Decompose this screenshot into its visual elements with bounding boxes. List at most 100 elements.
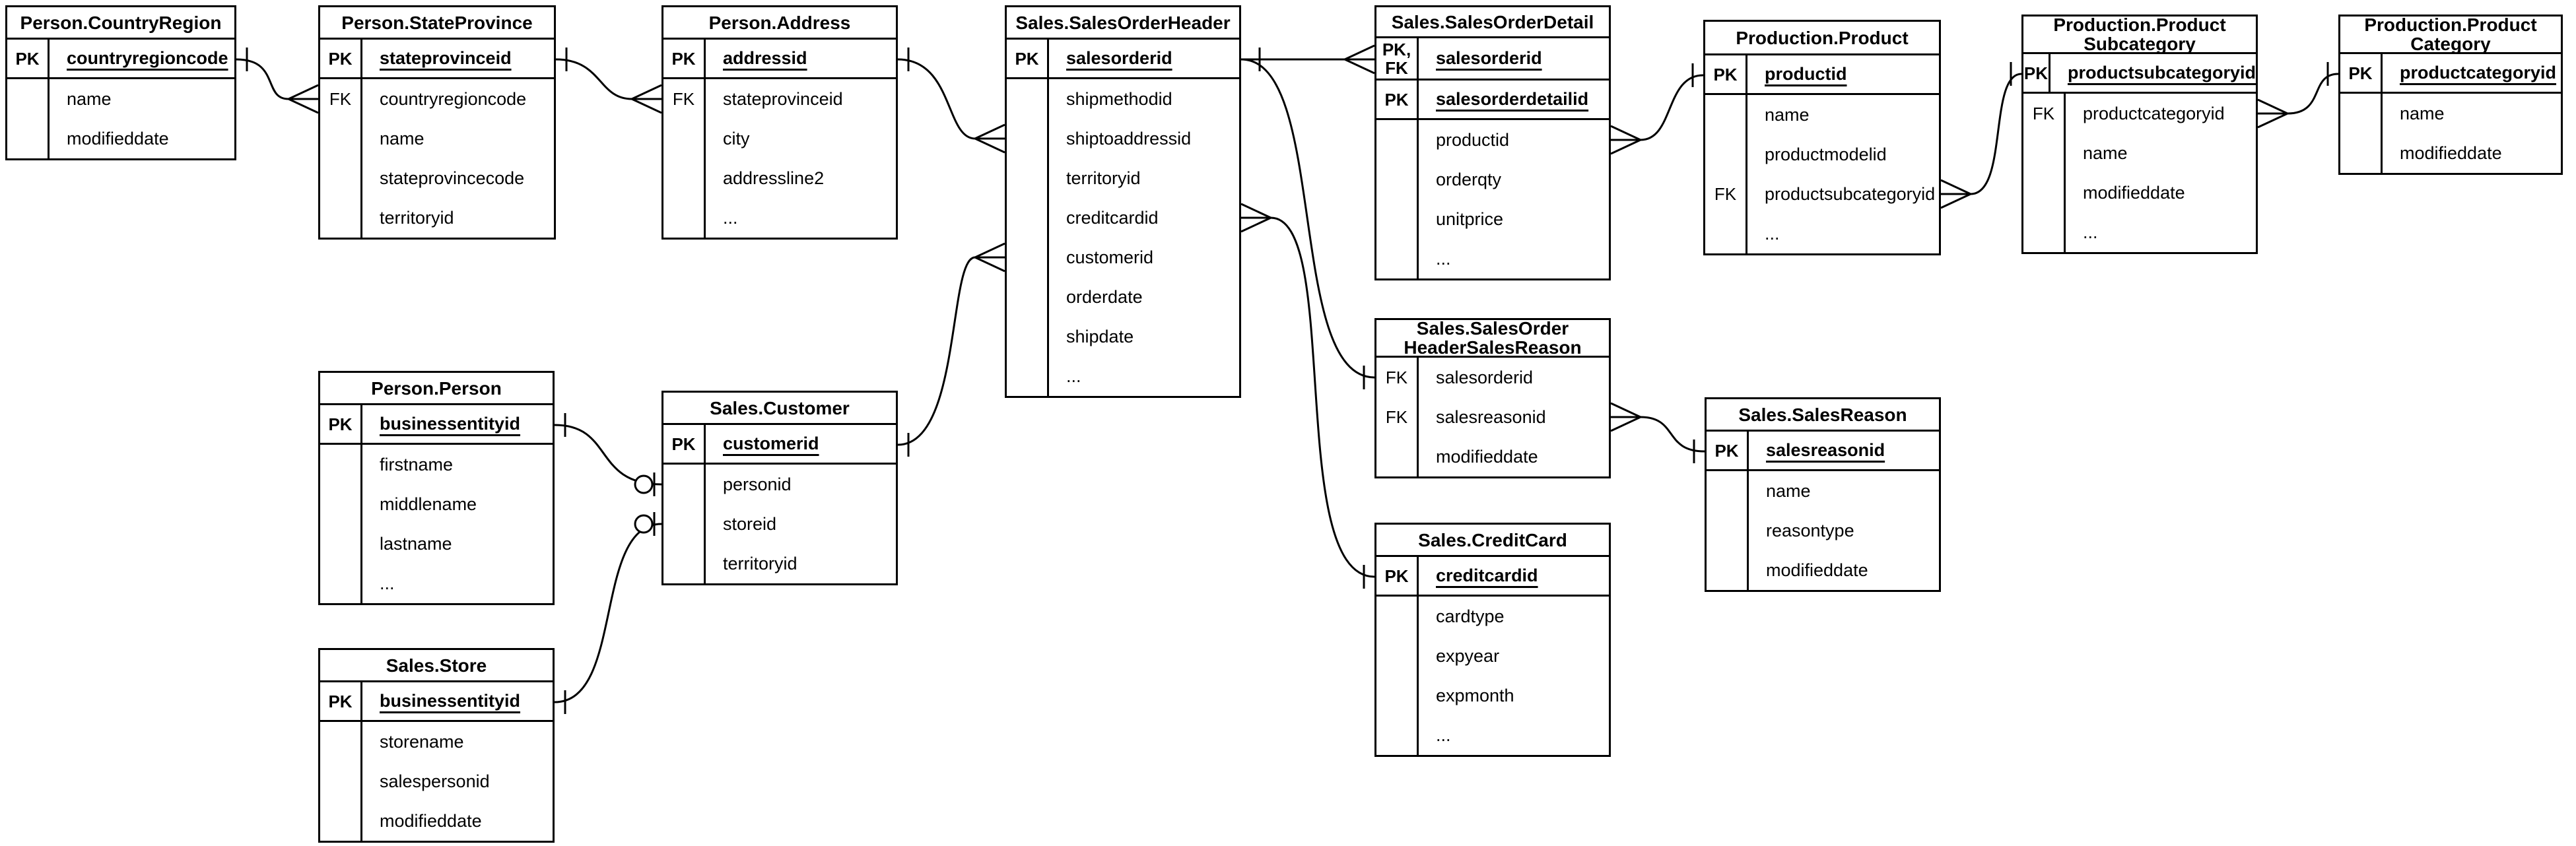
rel-product-productsubcategory-line[interactable] xyxy=(1970,73,2022,195)
field-name: modifieddate xyxy=(1436,446,1538,467)
field-name: stateprovinceid xyxy=(723,88,843,109)
field-name: salesorderid xyxy=(1066,48,1172,68)
field-name: name xyxy=(380,128,424,148)
rel-person-customer[interactable] xyxy=(554,413,662,496)
rel-salesorderheadersalesreason-salesreason[interactable] xyxy=(1610,402,1705,463)
field-name: lastname xyxy=(380,533,452,554)
rel-countryregion-stateprovince-line[interactable] xyxy=(236,58,289,100)
rel-salesorderheader-salesorderheadersalesreason-line[interactable] xyxy=(1240,58,1375,379)
field-name: countryregioncode xyxy=(380,88,527,109)
rel-customer-salesorderheader-line[interactable] xyxy=(897,256,976,446)
key-tag: PK xyxy=(320,682,362,720)
field-name: shipmethodid xyxy=(1066,88,1172,109)
field-name: name xyxy=(2083,143,2128,163)
body-tag-column xyxy=(7,79,50,158)
rel-productsubcategory-productcategory-line[interactable] xyxy=(2287,73,2339,115)
field-name: ... xyxy=(1066,366,1081,386)
field-name: ... xyxy=(1436,248,1451,269)
rel-salesorderheadersalesreason-salesreason-line[interactable] xyxy=(1640,416,1705,453)
body-tag-column xyxy=(663,465,706,583)
body-tag-column xyxy=(320,445,362,603)
rel-store-customer-line[interactable] xyxy=(554,523,662,703)
rel-productsubcategory-productcategory[interactable] xyxy=(2257,62,2339,129)
rel-countryregion-stateprovince[interactable] xyxy=(236,48,319,114)
rel-store-customer[interactable] xyxy=(554,512,662,714)
rel-salesorderheader-salesorderheadersalesreason[interactable] xyxy=(1240,58,1375,389)
fk-tag xyxy=(320,158,360,198)
field-name: ... xyxy=(380,573,395,593)
body-tag-column xyxy=(1007,79,1049,396)
rel-customer-salesorderheader[interactable] xyxy=(897,242,1005,457)
rel-address-salesorderheader[interactable] xyxy=(897,48,1005,154)
field-name: modifieddate xyxy=(2400,143,2502,163)
field-name: salesreasonid xyxy=(1766,440,1885,460)
fk-tag xyxy=(1707,471,1747,511)
rel-stateprovince-address-line[interactable] xyxy=(555,58,632,100)
field-name: customerid xyxy=(723,434,819,453)
rel-stateprovince-address[interactable] xyxy=(555,48,662,114)
fk-tag: FK xyxy=(1714,183,1737,204)
field-name: salespersonid xyxy=(380,771,490,791)
rel-creditcard-salesorderheader[interactable] xyxy=(1240,203,1375,589)
fk-tag: FK xyxy=(1385,367,1408,387)
field-name: territoryid xyxy=(1066,168,1141,188)
field-name: ... xyxy=(1765,223,1780,244)
fk-tag xyxy=(320,801,360,841)
entity-title: Sales.Store xyxy=(320,650,553,682)
key-tag: PK xyxy=(320,40,362,77)
fk-tag: FK xyxy=(329,88,352,109)
entity-title: Person.StateProvince xyxy=(320,7,554,40)
fk-tag xyxy=(1376,437,1417,476)
field-name: productid xyxy=(1765,64,1847,84)
rel-creditcard-salesorderheader-line[interactable] xyxy=(1270,216,1375,578)
fk-tag xyxy=(2340,94,2381,133)
rel-address-salesorderheader-line[interactable] xyxy=(897,58,976,140)
rel-salesorderheader-salesorderdetail[interactable] xyxy=(1241,44,1375,75)
fk-tag xyxy=(1007,317,1047,356)
key-tag: PK xyxy=(663,425,706,463)
rel-salesorderdetail-product-line[interactable] xyxy=(1640,74,1704,141)
fk-tag xyxy=(320,762,360,801)
key-tag: PK xyxy=(663,40,706,77)
entity-title: Person.Person xyxy=(320,373,553,405)
field-name: salesorderid xyxy=(1436,367,1534,387)
field-name: productid xyxy=(1436,129,1510,150)
entity-title: Sales.Customer xyxy=(663,393,896,425)
fk-tag xyxy=(1007,158,1047,198)
field-name: storename xyxy=(380,731,464,752)
fk-tag xyxy=(1376,120,1417,160)
rel-salesorderdetail-product[interactable] xyxy=(1610,63,1704,155)
rel-product-productsubcategory[interactable] xyxy=(1940,62,2022,209)
